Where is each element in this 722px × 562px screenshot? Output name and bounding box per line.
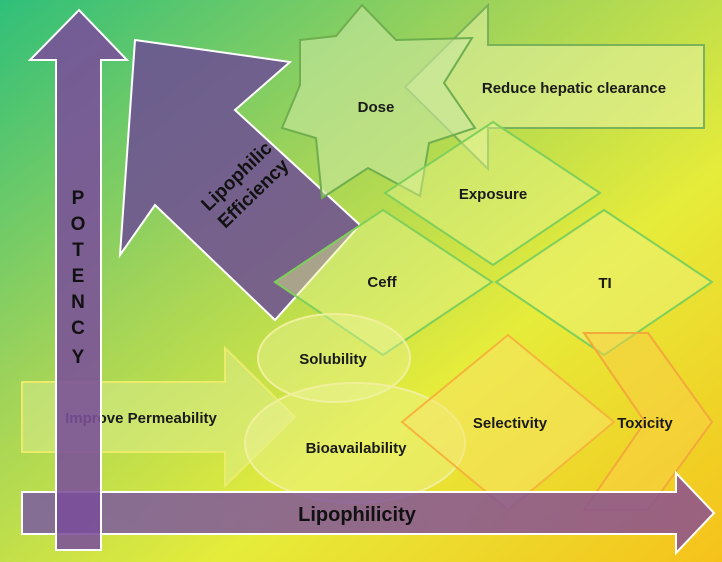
potency-letter-p: P: [72, 188, 85, 209]
lipophilic-efficiency-arrow: [118, 38, 362, 322]
potency-letter-n: N: [71, 292, 85, 313]
toxicity-label: Toxicity: [617, 415, 673, 432]
ceff-diamond: [273, 208, 494, 357]
solubility-ellipse: [257, 313, 411, 403]
ti-label: TI: [598, 275, 611, 292]
bioavailability-label: Bioavailability: [306, 440, 408, 457]
potency-axis-label: P O T E N C Y: [71, 188, 86, 368]
lipophilicity-axis-label: Lipophilicity: [298, 504, 417, 526]
reduce-hepatic-clearance-label: Reduce hepatic clearance: [482, 80, 666, 97]
dose-star: [280, 3, 477, 200]
lipophilicity-axis-arrow: [21, 470, 716, 556]
exposure-label: Exposure: [459, 186, 527, 203]
improve-permeability-label: Improve Permeability: [65, 410, 217, 427]
potency-letter-o: O: [71, 214, 86, 235]
exposure-diamond: [383, 120, 602, 267]
solubility-label: Solubility: [299, 351, 367, 368]
selectivity-label: Selectivity: [473, 415, 548, 432]
potency-letter-y: Y: [72, 347, 85, 368]
potency-letter-t: T: [72, 240, 84, 261]
dose-label: Dose: [358, 99, 395, 116]
potency-axis-arrow: [27, 8, 130, 551]
potency-letter-c: C: [71, 318, 85, 339]
potency-letter-e: E: [72, 266, 85, 287]
ceff-label: Ceff: [367, 274, 397, 291]
